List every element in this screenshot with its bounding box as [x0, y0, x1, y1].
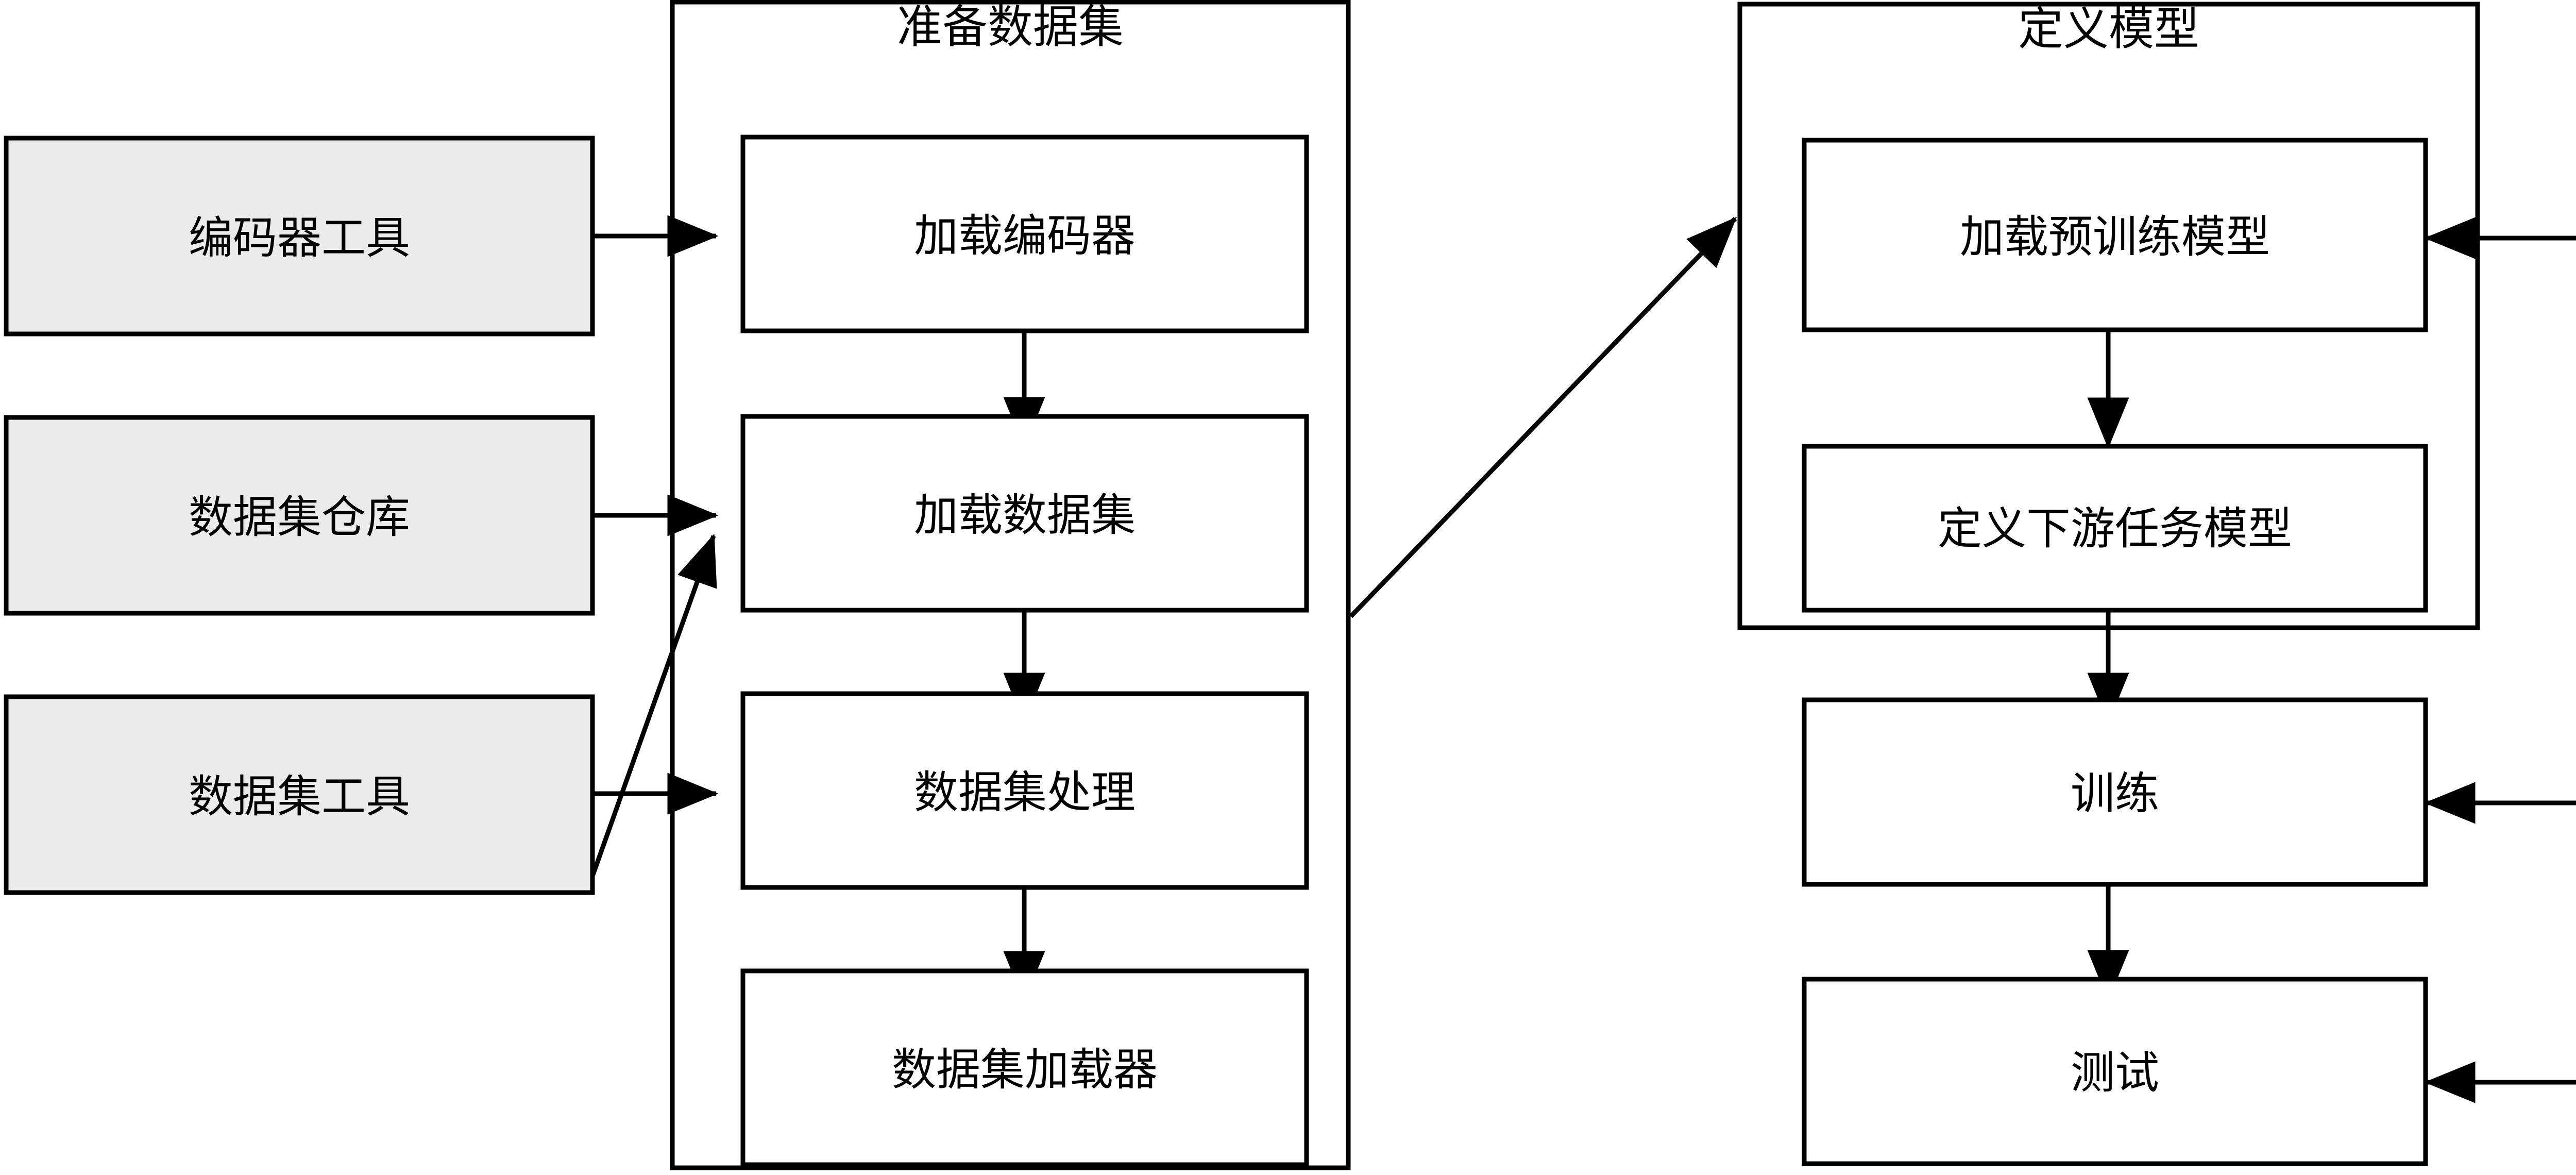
node-dataset-process-box[interactable]: [740, 691, 1309, 890]
node-define-downstream-label: 定义下游任务模型: [1938, 504, 2292, 553]
node-dataset-loader-box[interactable]: [740, 968, 1309, 1167]
group-prepare-dataset-border: [670, 0, 1351, 1170]
node-encoder-tool-box[interactable]: [4, 136, 595, 337]
group-prepare-dataset-label: 准备数据集: [897, 2, 1124, 53]
node-encoder-tool-label: 编码器工具: [189, 213, 410, 263]
node-test[interactable]: 测试: [1802, 977, 2428, 1166]
node-load-dataset-label: 加载数据集: [914, 491, 1136, 540]
node-test-box[interactable]: [1802, 977, 2428, 1166]
node-dataset-tool-box[interactable]: [4, 694, 595, 895]
node-train[interactable]: 训练: [1802, 697, 2428, 887]
node-dataset-process-label: 数据集处理: [914, 768, 1136, 817]
node-dataset-tool-label: 数据集工具: [189, 772, 410, 821]
node-load-encoder[interactable]: 加载编码器: [740, 135, 1309, 333]
node-define-downstream[interactable]: 定义下游任务模型: [1802, 444, 2428, 613]
node-define-downstream-box[interactable]: [1802, 444, 2428, 613]
node-load-pretrained-label: 加载预训练模型: [1960, 212, 2270, 262]
node-dataset-repo[interactable]: 数据集仓库: [4, 415, 595, 616]
edge-prepare-dataset-to-define-model: [1349, 216, 1737, 618]
node-load-dataset-box[interactable]: [740, 414, 1309, 613]
node-dataset-process[interactable]: 数据集处理: [740, 691, 1309, 890]
group-prepare-dataset: 准备数据集: [670, 0, 1351, 1170]
node-dataset-loader-label: 数据集加载器: [892, 1045, 1158, 1095]
node-dataset-repo-label: 数据集仓库: [189, 493, 410, 542]
node-dataset-loader[interactable]: 数据集加载器: [740, 968, 1309, 1167]
node-load-encoder-box[interactable]: [740, 135, 1309, 333]
node-load-pretrained[interactable]: 加载预训练模型: [1802, 138, 2428, 332]
node-dataset-tool[interactable]: 数据集工具: [4, 694, 595, 895]
node-test-label: 测试: [2071, 1048, 2159, 1098]
node-train-label: 训练: [2071, 769, 2159, 818]
edge-dataset-tool-to-load-dataset-diagonal: [590, 533, 717, 877]
node-train-box[interactable]: [1802, 697, 2428, 887]
node-dataset-repo-box[interactable]: [4, 415, 595, 616]
group-define-model-label: 定义模型: [2018, 4, 2199, 55]
node-load-pretrained-box[interactable]: [1802, 138, 2428, 332]
node-encoder-tool[interactable]: 编码器工具: [4, 136, 595, 337]
node-load-encoder-label: 加载编码器: [914, 211, 1136, 261]
node-load-dataset[interactable]: 加载数据集: [740, 414, 1309, 613]
